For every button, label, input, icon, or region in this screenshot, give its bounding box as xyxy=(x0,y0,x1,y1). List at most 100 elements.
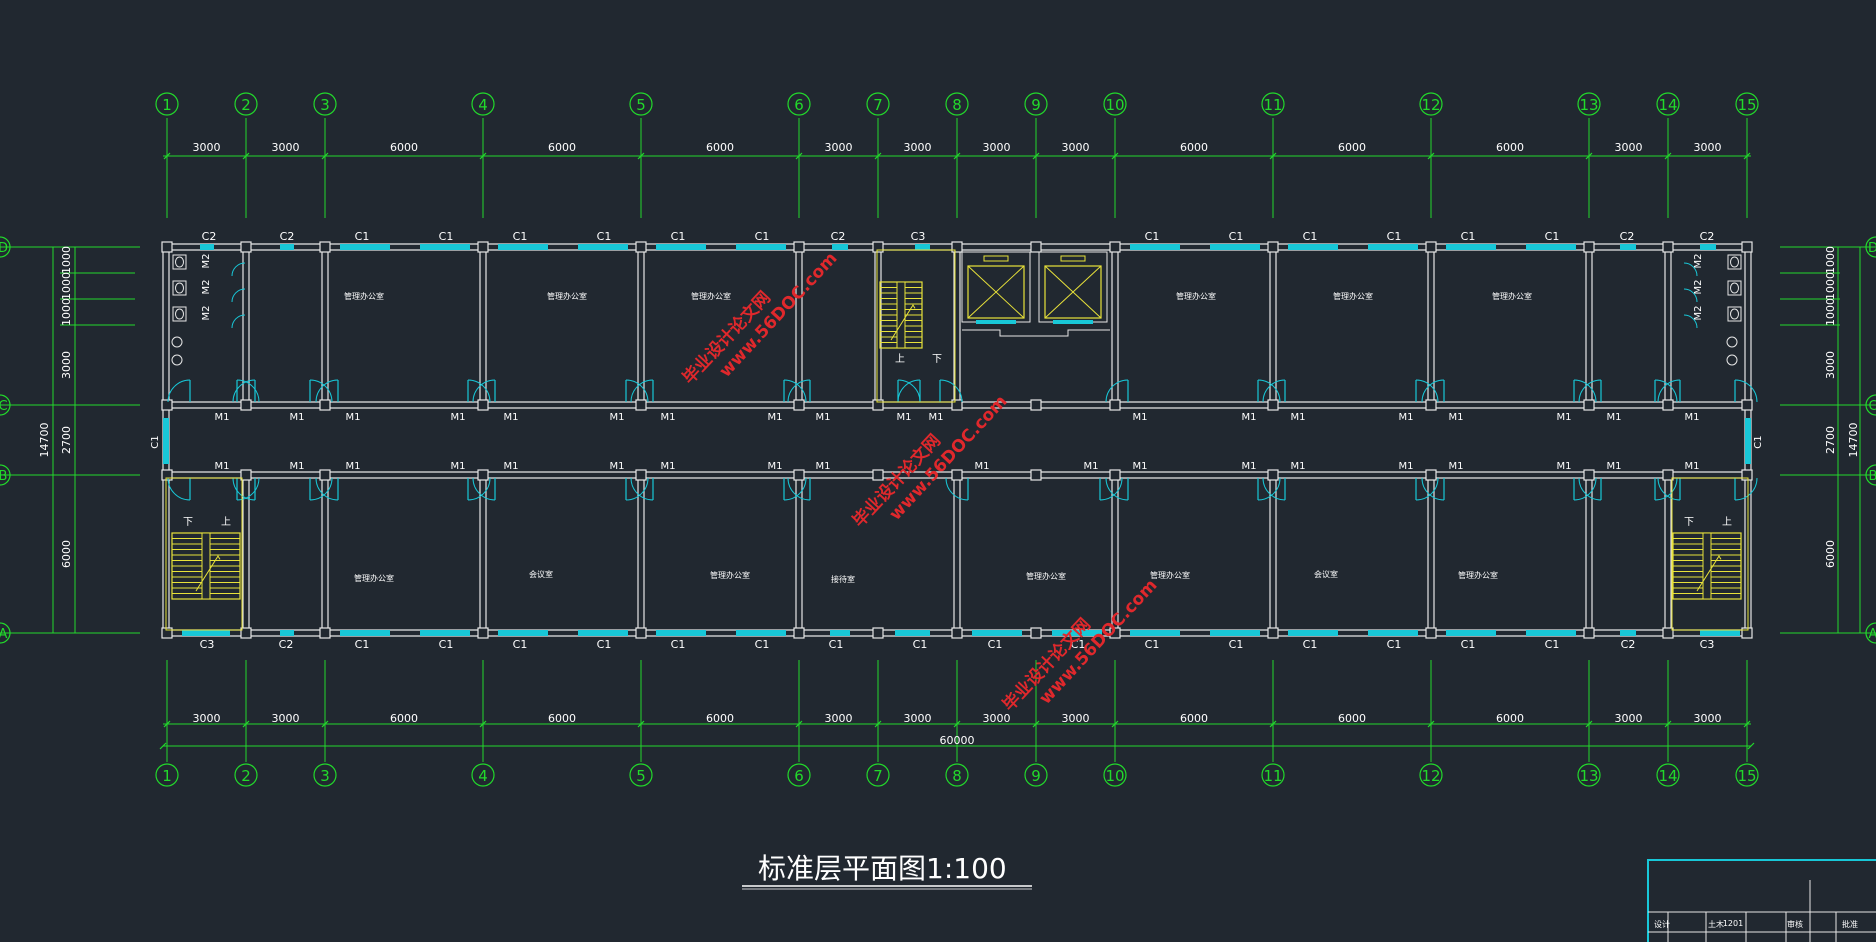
toilet-block xyxy=(1726,254,1742,366)
dim-tick-top xyxy=(1111,152,1119,160)
sink-icon xyxy=(1726,354,1738,366)
window-bottom xyxy=(280,630,294,636)
dim-text-left: 3000 xyxy=(60,351,73,379)
row-bubble-left-D xyxy=(0,236,11,258)
column xyxy=(319,399,331,411)
axis-label-top-13: 13 xyxy=(1579,96,1598,114)
row-label-left: A xyxy=(0,627,8,642)
window-bottom xyxy=(182,630,230,636)
column xyxy=(1583,241,1595,253)
column xyxy=(161,627,173,639)
dim-tick-bottom xyxy=(1585,720,1593,728)
elevator-frame xyxy=(1038,251,1108,323)
axis-label-top-5: 5 xyxy=(636,96,646,114)
door-swing xyxy=(939,379,963,403)
dim-tick-top xyxy=(1032,152,1040,160)
dim-tick-top xyxy=(1427,152,1435,160)
axis-bubble-bottom-10 xyxy=(1103,763,1127,787)
column xyxy=(477,241,489,253)
column xyxy=(635,469,647,481)
column xyxy=(319,627,331,639)
window-label-top: C1 xyxy=(1545,230,1560,243)
column xyxy=(793,399,805,411)
column xyxy=(1425,627,1437,639)
dim-tick-top xyxy=(163,152,171,160)
column xyxy=(477,627,489,639)
door-label: M1 xyxy=(1557,461,1572,472)
toilet-icon xyxy=(1730,282,1739,294)
title-block-approve: 批准 xyxy=(1842,919,1858,929)
window-top xyxy=(832,244,848,250)
dim-tick-bottom xyxy=(479,720,487,728)
door-swing xyxy=(625,379,649,403)
toilet-icon xyxy=(175,282,184,294)
axis-label-bottom-2: 2 xyxy=(241,767,251,785)
door-label: M1 xyxy=(1399,412,1414,423)
window-label-bottom: C1 xyxy=(513,638,528,651)
elevator-counterweight xyxy=(983,255,1009,262)
window-bottom xyxy=(656,630,706,636)
toilet-stall xyxy=(1727,306,1742,322)
dim-tick-top xyxy=(479,152,487,160)
column xyxy=(240,241,252,253)
dim-tick-bottom xyxy=(1032,720,1040,728)
stair-arrow xyxy=(1696,555,1722,592)
axis-bubble-top-10 xyxy=(1103,92,1127,116)
room-label-bottom: 管理办公室 xyxy=(710,570,750,580)
toilet-door-swing xyxy=(1683,314,1698,329)
row-label-right: A xyxy=(1869,627,1876,642)
stair-label-down: 下 xyxy=(1684,517,1694,528)
door-swing xyxy=(1262,379,1286,403)
dim-text-top: 3000 xyxy=(1694,141,1722,154)
column xyxy=(1109,469,1121,481)
door-swing xyxy=(1257,477,1281,501)
window-bottom xyxy=(1288,630,1338,636)
axis-label-top-2: 2 xyxy=(241,96,251,114)
door-label: M1 xyxy=(929,412,944,423)
dim-text-top: 6000 xyxy=(390,141,418,154)
dim-text-left: 1000 xyxy=(60,272,73,300)
elevator-car xyxy=(1044,265,1102,319)
axis-label-bottom-13: 13 xyxy=(1579,767,1598,785)
dim-tick-bottom xyxy=(1743,720,1751,728)
window-bottom xyxy=(1446,630,1496,636)
door-swing xyxy=(1099,477,1123,501)
column xyxy=(872,241,884,253)
dim-text-bottom: 3000 xyxy=(825,712,853,725)
window-top xyxy=(280,244,294,250)
window-label-bottom: C1 xyxy=(988,638,1003,651)
doors xyxy=(167,379,1758,501)
toilet-door-label: M2 xyxy=(201,306,212,321)
axis-bubble-bottom-4 xyxy=(471,763,495,787)
axis-bubble-bottom-7 xyxy=(866,763,890,787)
column xyxy=(1741,627,1753,639)
column xyxy=(161,241,173,253)
column xyxy=(240,627,252,639)
door-label: M1 xyxy=(1607,461,1622,472)
window-label-bottom: C3 xyxy=(200,638,215,651)
window-label-bottom: C1 xyxy=(597,638,612,651)
row-label-right: B xyxy=(1869,469,1876,484)
door-label: M1 xyxy=(816,412,831,423)
elevator-door xyxy=(1053,320,1093,324)
sink-icon xyxy=(171,336,183,348)
dim-text-bottom: 6000 xyxy=(706,712,734,725)
room-label-bottom: 会议室 xyxy=(1314,569,1338,579)
window-top xyxy=(1130,244,1180,250)
door-label: M1 xyxy=(1242,412,1257,423)
sink-icon xyxy=(171,354,183,366)
toilet-icon xyxy=(175,308,184,320)
dim-text-bottom: 3000 xyxy=(1615,712,1643,725)
dim-tick-bottom xyxy=(242,720,250,728)
dim-text-right: 1000 xyxy=(1824,246,1837,274)
window-top xyxy=(200,244,214,250)
door-swing xyxy=(787,477,811,501)
dim-text-bottom: 6000 xyxy=(1496,712,1524,725)
door-swing xyxy=(309,379,333,403)
window-label-top: C2 xyxy=(831,230,846,243)
window-top xyxy=(1700,244,1716,250)
axis-bubble-top-13 xyxy=(1577,92,1601,116)
dim-text-top: 6000 xyxy=(548,141,576,154)
column xyxy=(477,469,489,481)
stair-right-room xyxy=(1671,477,1749,631)
